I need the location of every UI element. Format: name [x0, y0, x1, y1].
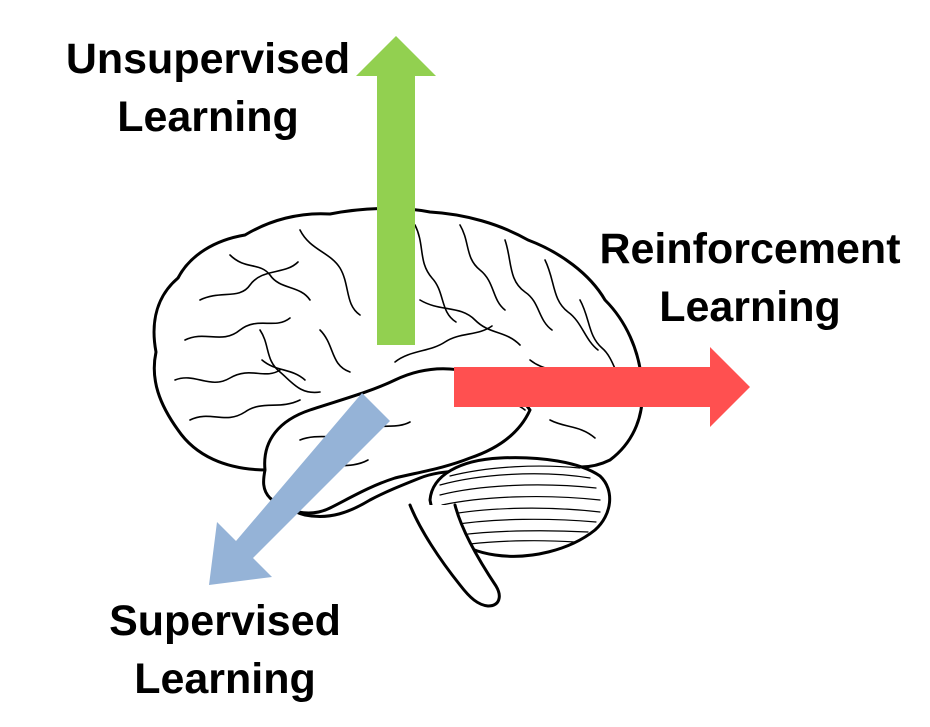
supervised-label-line1: Supervised	[109, 597, 341, 645]
unsupervised-label-line1: Unsupervised	[65, 35, 351, 83]
supervised-label-line2: Learning	[134, 655, 316, 703]
unsupervised-learning-label: Unsupervised Learning	[58, 30, 358, 146]
supervised-arrow-icon	[209, 393, 390, 585]
supervised-learning-label: Supervised Learning	[100, 592, 350, 708]
unsupervised-arrow-icon	[356, 36, 436, 345]
cerebellum-folds	[439, 465, 601, 545]
brain-icon	[152, 206, 644, 608]
reinforcement-learning-label: Reinforcement Learning	[585, 220, 915, 336]
reinforcement-arrow-icon	[454, 347, 750, 427]
unsupervised-label-line2: Learning	[117, 93, 299, 141]
reinforcement-label-line1: Reinforcement	[599, 225, 901, 273]
brain-stem	[408, 503, 501, 608]
reinforcement-label-line2: Learning	[659, 283, 841, 331]
